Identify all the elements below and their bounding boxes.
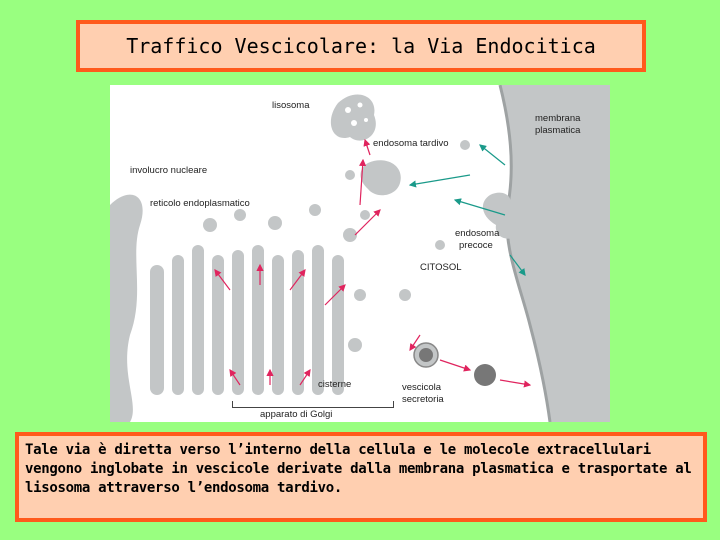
label-vescicola-secretoria-2: secretoria: [402, 394, 444, 405]
caption-box: Tale via è diretta verso l’interno della…: [15, 432, 707, 522]
label-lisosoma: lisosoma: [272, 100, 310, 111]
label-reticolo-endoplasmatico: reticolo endoplasmatico: [150, 198, 250, 209]
nuclear-envelope: [110, 195, 143, 422]
label-membrana-plasmatica-1: membrana: [535, 113, 580, 124]
label-involucro-nucleare: involucro nucleare: [130, 165, 207, 176]
label-vescicola-secretoria-1: vescicola: [402, 382, 441, 393]
label-apparato-di-golgi: apparato di Golgi: [260, 409, 332, 420]
slide-title: Traffico Vescicolare: la Via Endocitica: [126, 34, 596, 58]
label-membrana-plasmatica-2: plasmatica: [535, 125, 580, 136]
caption-text: Tale via è diretta verso l’interno della…: [25, 441, 697, 498]
label-cisterne: cisterne: [318, 379, 351, 390]
label-citosol: CITOSOL: [420, 262, 462, 273]
label-endosoma-precoce-2: precoce: [459, 240, 493, 251]
label-endosoma-precoce-1: endosoma: [455, 228, 499, 239]
endocytic-pathway-figure: lisosoma membrana plasmatica endosoma ta…: [110, 85, 610, 422]
label-endosoma-tardivo: endosoma tardivo: [373, 138, 449, 149]
title-box: Traffico Vescicolare: la Via Endocitica: [76, 20, 646, 72]
golgi-bracket: [232, 401, 394, 408]
late-endosome-shape: [361, 160, 401, 195]
golgi-cisternae: [150, 245, 344, 395]
lysosome-shape: [331, 94, 376, 140]
